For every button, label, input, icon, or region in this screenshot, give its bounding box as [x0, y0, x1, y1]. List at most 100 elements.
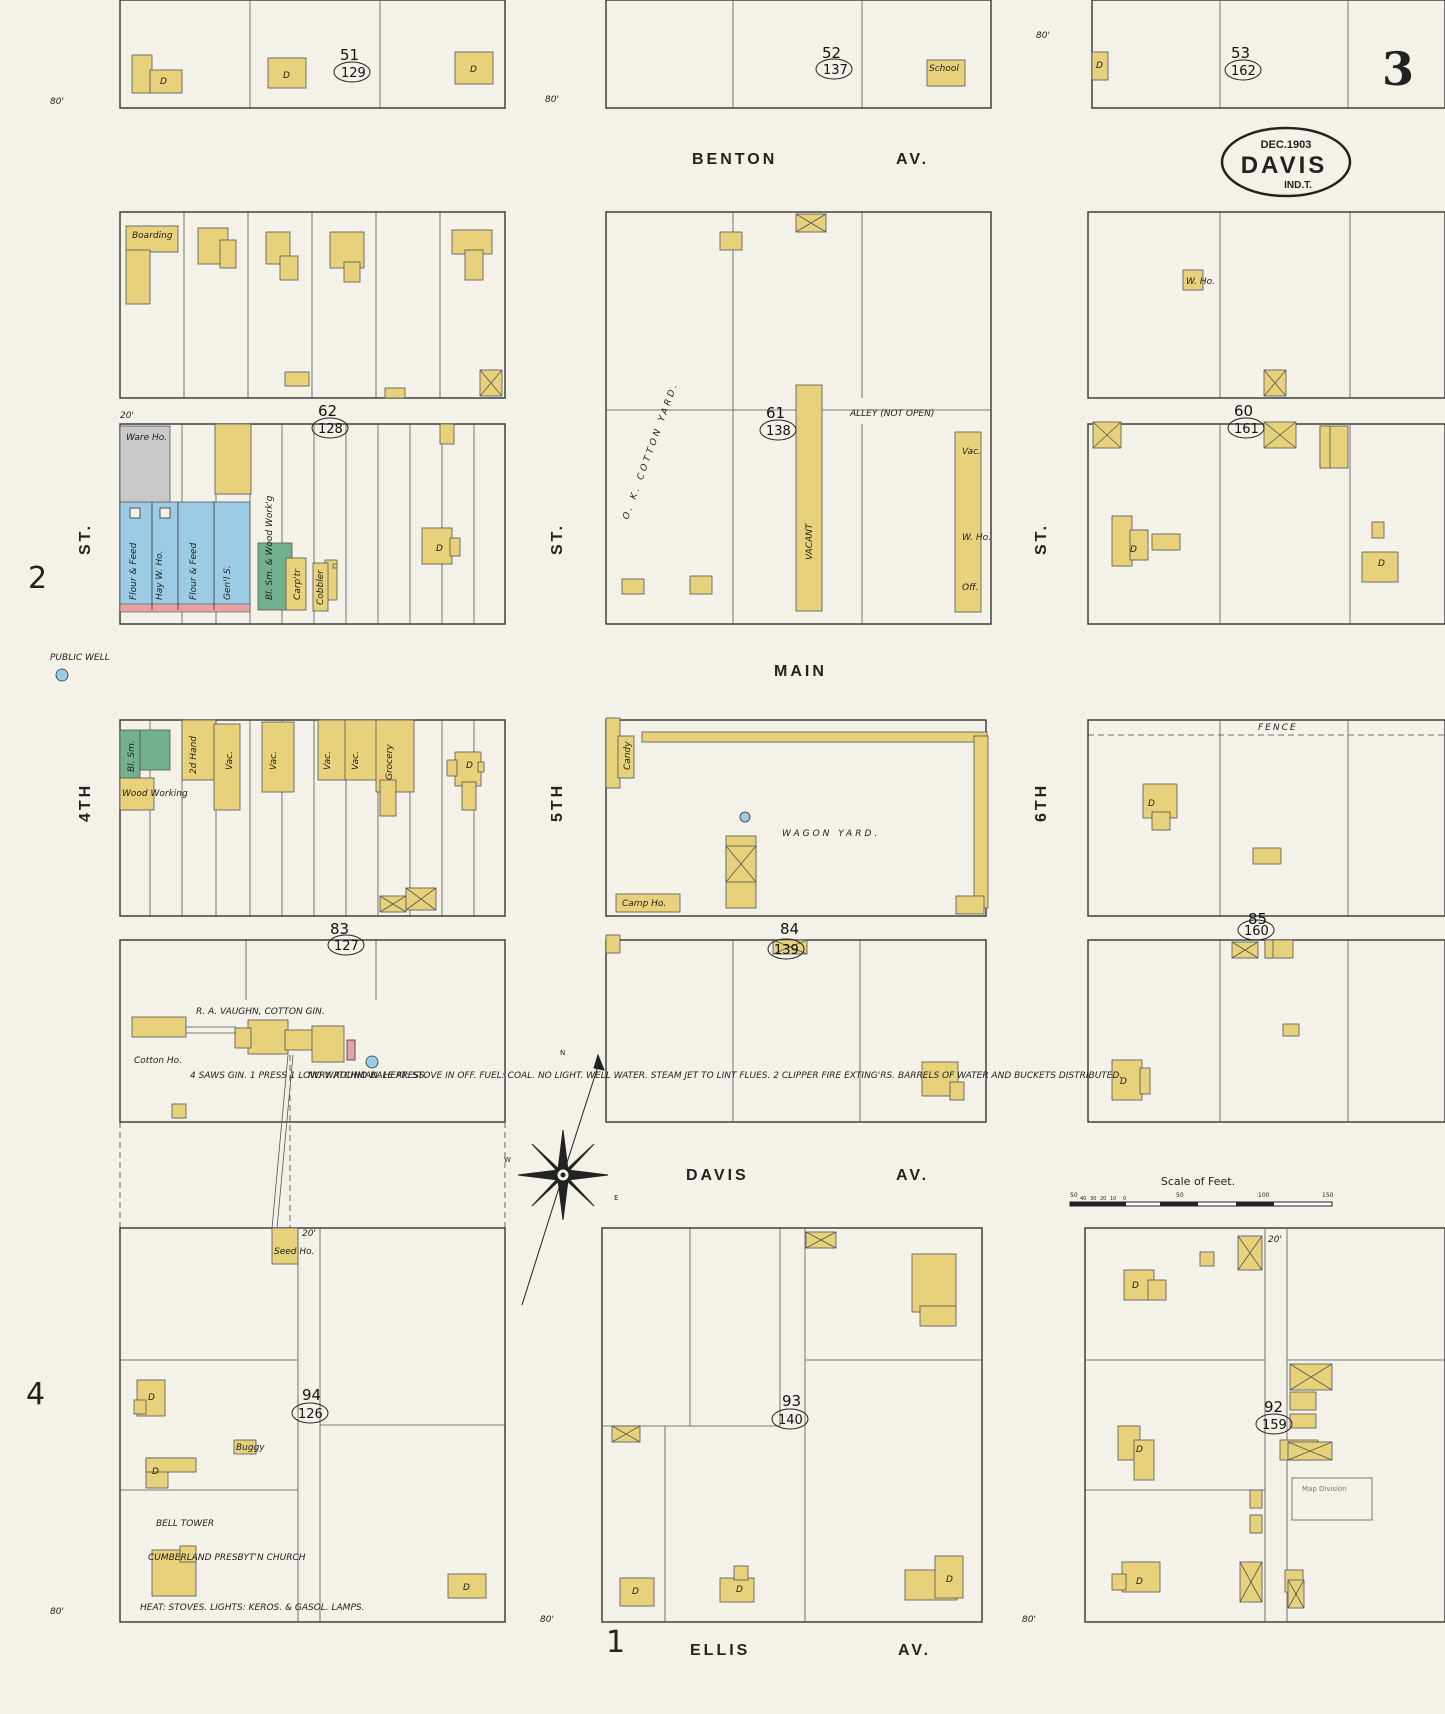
dwelling-mark: D — [463, 1583, 470, 1593]
street-width-3: 80' — [1036, 31, 1050, 41]
block-number: 53 — [1231, 44, 1250, 62]
street-5th: 5TH — [549, 783, 566, 822]
blacksmith-4th-annex — [139, 729, 171, 771]
block-number: 83 — [330, 920, 349, 938]
block-number: 52 — [822, 44, 841, 62]
scale-tick: 150 — [1322, 1192, 1334, 1199]
block-number: 51 — [340, 46, 359, 64]
gin-conveyor — [186, 1026, 294, 1229]
block-number: 92 — [1264, 1398, 1283, 1416]
dwelling-mark: D — [1136, 1445, 1143, 1455]
flour-feed-label-2: Flour & Feed — [189, 542, 199, 600]
buggy-label: Buggy — [236, 1443, 265, 1453]
church-notes: HEAT: STOVES. LIGHTS: KEROS. & GASOL. LA… — [140, 1603, 364, 1613]
gin-notes-left: 4 SAWS GIN. 1 PRESS 1 LOWRY ROUND BALE P… — [190, 1071, 427, 1081]
block-62-north — [119, 211, 506, 399]
public-well-label: PUBLIC WELL — [50, 653, 110, 663]
dwelling-mark: D — [736, 1585, 743, 1595]
edge-mark-2: 2 — [28, 561, 47, 596]
seed-house-label: Seed Ho. — [274, 1247, 315, 1257]
scale-tick: 10 — [1110, 1196, 1116, 1202]
stone-partitions — [129, 502, 215, 610]
map-division-stamp — [1291, 1477, 1373, 1521]
block-number: 60 — [1234, 402, 1253, 420]
general-store-label: Gen'l S. — [223, 565, 233, 600]
block-85-north — [1087, 719, 1445, 917]
block-ref: 140 — [778, 1413, 803, 1428]
public-well-symbol — [55, 668, 69, 682]
block-83-south — [119, 939, 506, 1123]
warehouse-label: W. Ho. — [1186, 277, 1215, 287]
compass-north: N — [560, 1049, 565, 1057]
page-number: 3 — [1382, 42, 1414, 96]
candy-label: Candy — [623, 741, 633, 770]
street-width-1: 80' — [50, 97, 64, 107]
dwelling-mark: D — [632, 1587, 639, 1597]
bell-tower-label: BELL TOWER — [156, 1519, 214, 1529]
brick-wall — [119, 603, 251, 613]
block-51 — [119, 0, 506, 109]
carpenter-building — [285, 557, 307, 611]
frame-buildings — [125, 51, 1399, 1607]
dwelling-mark: D — [1136, 1577, 1143, 1587]
street-davis: DAVIS — [686, 1167, 749, 1184]
block-ref: 138 — [766, 424, 791, 439]
lot-lines — [120, 0, 1445, 1622]
street-width-5: 80' — [540, 1615, 554, 1625]
alley-lines — [119, 734, 1445, 1230]
school-label: School — [929, 64, 959, 74]
office-label: Off. — [962, 583, 978, 593]
edge-mark-4: 4 — [26, 1377, 45, 1412]
vacant-label: Vac. — [351, 751, 361, 770]
edge-mark-1: 1 — [606, 1625, 625, 1660]
vacant-lot-label: VACANT — [805, 522, 815, 560]
block-number: 85 — [1248, 910, 1267, 928]
block-83-north — [119, 719, 506, 917]
street-width-6: 80' — [1022, 1615, 1036, 1625]
dwelling-mark: D — [436, 544, 443, 554]
block-ref: 160 — [1244, 924, 1269, 939]
gin-label: R. A. VAUGHN, COTTON GIN. — [196, 1007, 325, 1017]
scale-title: Scale of Feet. — [1161, 1175, 1235, 1188]
dwelling-mark: D — [160, 77, 167, 87]
block-ref: 129 — [341, 66, 366, 81]
blacksmith-label-2: Bl. Sm. — [127, 740, 137, 772]
vacant-label: Vac. — [323, 751, 333, 770]
well-symbol — [365, 1055, 379, 1069]
gin-notes-right: NO WATCHMAN. HEAT: STOVE IN OFF. FUEL: C… — [308, 1071, 1122, 1081]
block-ref: 162 — [1231, 64, 1256, 79]
street-davis-av: AV. — [896, 1167, 929, 1184]
street-6th-st: ST. — [1033, 523, 1050, 555]
scale-tick: 40 — [1080, 1196, 1086, 1202]
carpenter-label: Carp'tr — [293, 568, 303, 600]
block-93 — [601, 1227, 983, 1623]
block-number: 61 — [766, 404, 785, 422]
block-ref: 127 — [334, 939, 359, 954]
block-number: 62 — [318, 402, 337, 420]
street-4th: 4TH — [77, 783, 94, 822]
scale-tick: 0 — [1123, 1196, 1126, 1202]
vacant-label: Vac. — [225, 751, 235, 770]
block-ref: 126 — [298, 1407, 323, 1422]
street-benton-av: AV. — [896, 151, 929, 168]
scale-tick: 100 — [1258, 1192, 1270, 1199]
scale-tick: 50 — [1176, 1192, 1184, 1199]
dwelling-mark: D — [148, 1393, 155, 1403]
street-ellis: ELLIS — [690, 1642, 750, 1659]
block-60-north — [1087, 211, 1445, 399]
blacksmith-label: Bl. Sm. & Wood Work'g — [265, 495, 275, 600]
wood-working-label: Wood Working — [122, 789, 188, 799]
vacant-label: Vac. — [269, 751, 279, 770]
wood-working-building — [119, 777, 155, 811]
block-ref: 139 — [774, 943, 799, 958]
block-ref: 128 — [318, 422, 343, 437]
block-number: 94 — [302, 1386, 321, 1404]
alley-label: ALLEY (NOT OPEN) — [849, 409, 934, 419]
map-text: 3 DEC.1903 DAVIS IND.T. 2 4 1 BENTON AV.… — [26, 31, 1414, 1660]
street-4th-st: ST. — [77, 523, 94, 555]
block-ref: 137 — [823, 63, 848, 78]
title-cartouche — [1220, 126, 1352, 198]
flour-feed-label: Flour & Feed — [129, 542, 139, 600]
